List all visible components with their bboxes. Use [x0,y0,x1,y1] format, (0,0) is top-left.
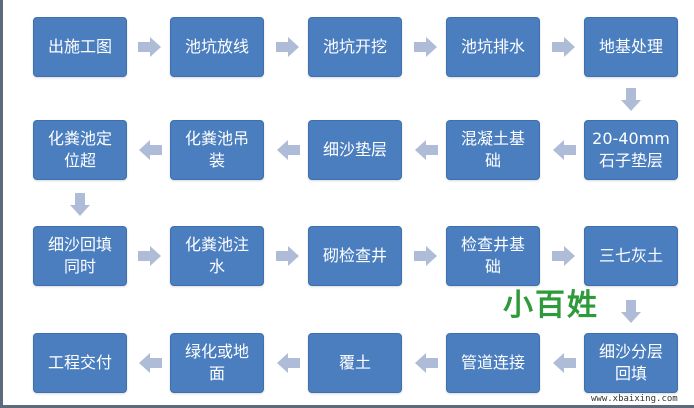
step-7: 混凝土基础 [446,120,540,180]
step-3: 池坑开挖 [308,17,402,77]
step-2: 池坑放线 [170,17,264,77]
step-14: 检查井基础 [446,226,540,286]
step-6: 20-40mm石子垫层 [584,120,678,180]
arrow-right-icon [414,246,438,266]
arrow-down-icon [70,193,90,217]
arrow-down-icon [621,300,641,324]
arrow-right-icon [276,37,300,57]
arrow-left-icon [276,353,300,373]
step-18: 覆土 [308,333,402,393]
step-9: 化粪池吊装 [170,120,264,180]
step-13: 砌检查井 [308,226,402,286]
arrow-right-icon [138,246,162,266]
arrow-left-icon [276,140,300,160]
arrow-left-icon [552,140,576,160]
arrow-right-icon [276,246,300,266]
step-19: 绿化或地面 [170,333,264,393]
arrow-right-icon [414,37,438,57]
step-16: 细沙分层回填 [584,333,678,393]
arrow-right-icon [552,246,576,266]
step-5: 地基处理 [584,17,678,77]
arrow-left-icon [138,353,162,373]
step-15: 三七灰土 [584,226,678,286]
step-1: 出施工图 [33,17,127,77]
watermark-url: www.xbaixing.com [591,394,678,404]
arrow-down-icon [621,88,641,112]
arrow-left-icon [552,353,576,373]
step-8: 细沙垫层 [308,120,402,180]
arrow-left-icon [414,140,438,160]
step-10: 化粪池定位超 [33,120,127,180]
arrow-left-icon [138,140,162,160]
watermark-logo: 小百姓 [503,288,599,323]
arrow-right-icon [138,37,162,57]
arrow-right-icon [552,37,576,57]
step-12: 化粪池注水 [170,226,264,286]
arrow-left-icon [414,353,438,373]
step-11: 细沙回填同时 [33,226,127,286]
step-20: 工程交付 [33,333,127,393]
step-17: 管道连接 [446,333,540,393]
step-4: 池坑排水 [446,17,540,77]
